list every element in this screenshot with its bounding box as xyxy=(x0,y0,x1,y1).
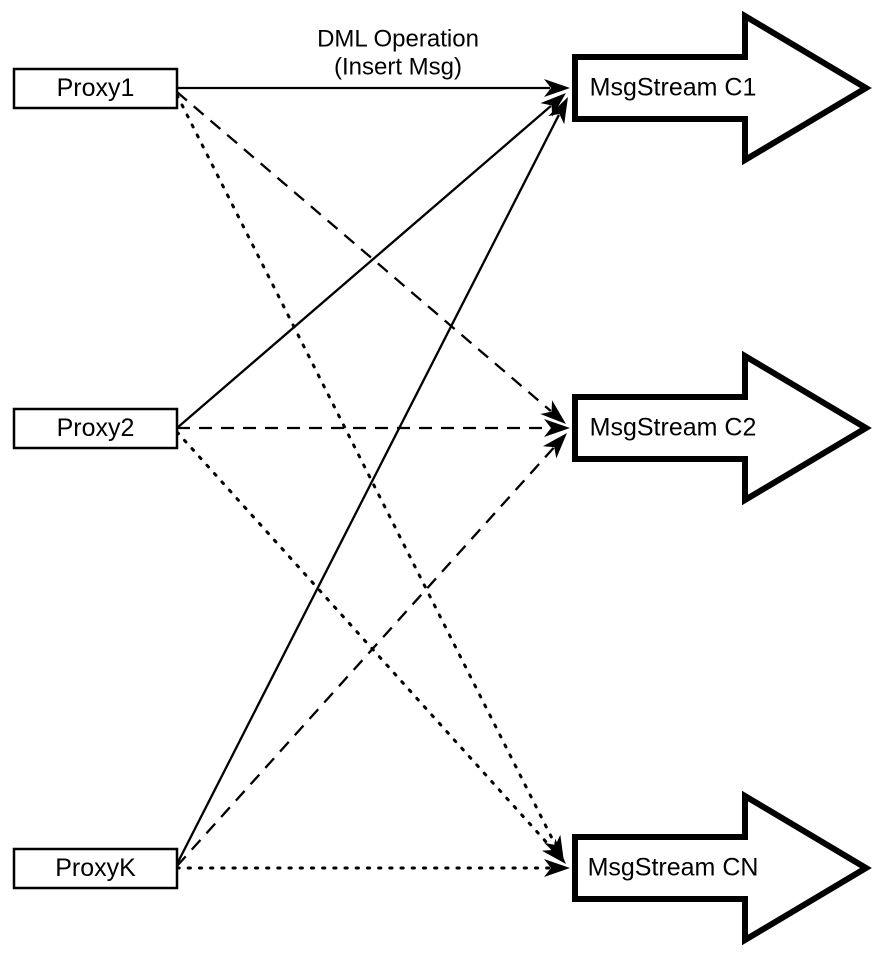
edges-layer xyxy=(175,79,570,877)
connection-proxyK-to-stream_cn xyxy=(175,859,570,877)
block-arrow-icon xyxy=(572,10,872,166)
proxy-node-proxy1[interactable]: Proxy1 xyxy=(12,67,179,110)
annotations-layer: DML Operation(Insert Msg) xyxy=(317,25,479,80)
annotation-line-2: (Insert Msg) xyxy=(334,53,462,80)
msgstream-label: MsgStream CN xyxy=(588,854,759,882)
connection-arrowhead-icon xyxy=(540,93,566,117)
proxy-box xyxy=(12,407,179,450)
connection-arrowhead-icon xyxy=(544,79,570,97)
connection-arrowhead-icon xyxy=(540,400,566,424)
msgstream-label: MsgStream C1 xyxy=(590,74,757,102)
proxy-label: Proxy2 xyxy=(57,414,135,442)
connection-line xyxy=(176,105,552,429)
connection-line xyxy=(176,91,552,412)
connection-proxyK-to-stream_c1 xyxy=(175,97,568,865)
block-arrow-icon xyxy=(572,790,872,946)
connection-proxy1-to-stream_cn xyxy=(175,93,564,862)
block-arrow-icon xyxy=(572,350,872,506)
annotation-line-1: DML Operation xyxy=(317,25,479,52)
proxy-label: ProxyK xyxy=(55,854,136,882)
connection-proxyK-to-stream_c2 xyxy=(176,433,567,867)
connection-proxy1-to-stream_c1 xyxy=(177,79,570,97)
proxy-node-proxy2[interactable]: Proxy2 xyxy=(12,407,179,450)
proxy-box xyxy=(12,67,179,110)
connection-line xyxy=(175,430,555,851)
connection-proxy1-to-stream_c2 xyxy=(176,91,566,424)
connection-arrowhead-icon xyxy=(542,433,567,459)
connection-line xyxy=(176,447,555,867)
msgstream-label: MsgStream C2 xyxy=(590,414,757,442)
streams-layer: MsgStream C1 MsgStream C2 MsgStream CN xyxy=(572,10,872,946)
connection-proxy2-to-stream_c1 xyxy=(176,93,566,429)
proxy-node-proxyK[interactable]: ProxyK xyxy=(12,847,179,890)
connection-arrowhead-icon xyxy=(544,859,570,877)
connection-arrowhead-icon xyxy=(541,838,566,864)
annotation-dml-operation-label: DML Operation(Insert Msg) xyxy=(317,25,479,80)
proxy-box xyxy=(12,847,179,890)
proxy-label: Proxy1 xyxy=(57,74,135,102)
msgstream-node-stream_c2[interactable]: MsgStream C2 xyxy=(572,350,872,506)
connection-proxy2-to-stream_c2 xyxy=(177,419,570,437)
connection-line xyxy=(175,93,557,846)
connection-proxy2-to-stream_cn xyxy=(175,430,566,864)
connection-arrowhead-icon xyxy=(548,97,568,125)
connection-line xyxy=(175,114,560,865)
connection-arrowhead-icon xyxy=(544,419,570,437)
msgstream-node-stream_c1[interactable]: MsgStream C1 xyxy=(572,10,872,166)
msgstream-node-stream_cn[interactable]: MsgStream CN xyxy=(572,790,872,946)
